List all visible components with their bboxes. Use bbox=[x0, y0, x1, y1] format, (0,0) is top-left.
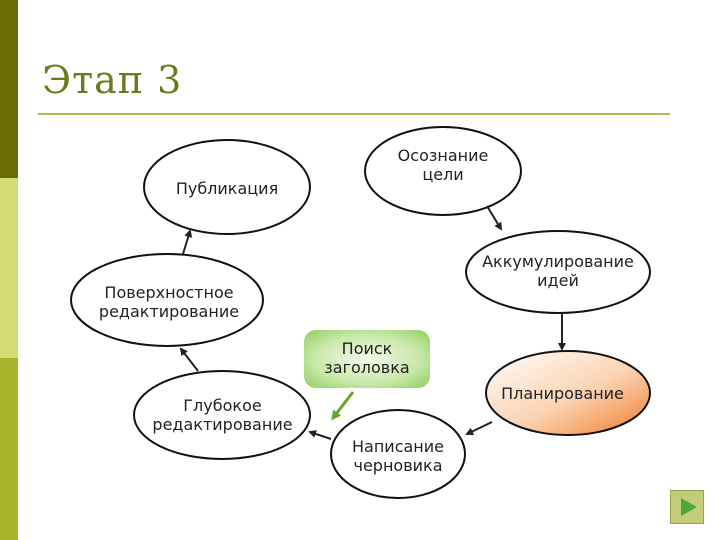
label-poverkhnostnoe: Поверхностное редактирование bbox=[98, 283, 240, 321]
label-akkumulirovanie: Аккумулирование идей bbox=[482, 252, 634, 290]
arrow-osoznanie-akkumulirovanie bbox=[486, 205, 503, 231]
node-napisanie bbox=[330, 409, 466, 499]
title-underline bbox=[38, 113, 670, 115]
arrow-glubokoe-poverkhnostnoe bbox=[179, 347, 199, 372]
arrow-napisanie-glubokoe bbox=[308, 430, 332, 440]
sidebar-segment-mid bbox=[0, 358, 18, 540]
node-glubokoe bbox=[133, 370, 311, 460]
arrow-poisk-glubokoe bbox=[331, 391, 355, 421]
arrow-poverkhnostnoe-publikatsiya bbox=[182, 229, 193, 255]
label-napisanie: Написание черновика bbox=[352, 437, 444, 475]
label-planirovanie: Планирование bbox=[501, 384, 624, 403]
sidebar-segment-light bbox=[0, 178, 18, 358]
node-planirovanie bbox=[485, 350, 651, 436]
node-osoznanie bbox=[364, 126, 522, 216]
node-poverkhnostnoe bbox=[70, 253, 264, 347]
node-akkumulirovanie bbox=[465, 230, 651, 314]
node-poisk bbox=[304, 330, 430, 388]
sidebar-segment-dark bbox=[0, 0, 18, 178]
arrow-planirovanie-napisanie bbox=[465, 421, 493, 436]
node-publikatsiya bbox=[143, 139, 311, 235]
slide-title: Этап 3 bbox=[42, 58, 183, 102]
play-icon[interactable] bbox=[670, 490, 704, 524]
label-glubokoe: Глубокое редактирование bbox=[152, 396, 293, 434]
label-osoznanie: Осознание цели bbox=[397, 146, 489, 184]
label-publikatsiya: Публикация bbox=[175, 179, 279, 198]
label-poisk: Поиск заголовка bbox=[324, 339, 410, 377]
